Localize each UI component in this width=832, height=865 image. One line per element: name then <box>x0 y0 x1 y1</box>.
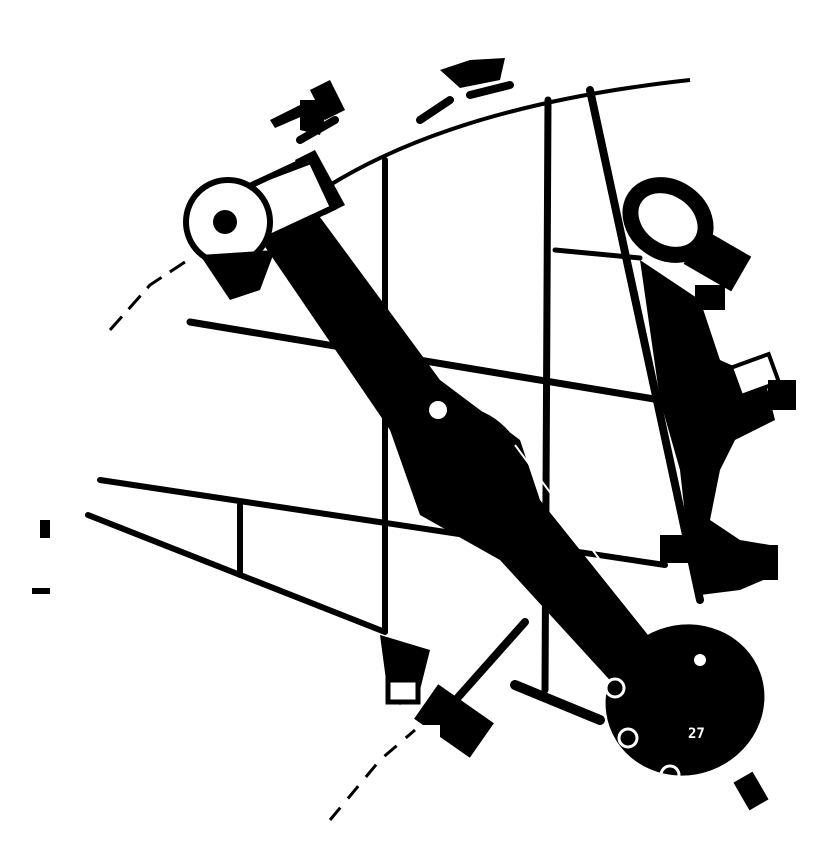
arc-lower-fragment <box>328 728 416 821</box>
shade-glass-icon <box>660 351 796 580</box>
arc-upper-fragment <box>440 58 505 88</box>
arc-left-fragment <box>108 260 186 331</box>
frame-right-body <box>640 260 775 595</box>
vernier-readout-label: 27 <box>688 726 705 742</box>
micrometer-drum-icon: 27 <box>604 624 769 811</box>
index-arm-icon <box>240 190 700 735</box>
sextant-frame-icon <box>85 86 704 725</box>
index-mirror-housing <box>183 150 345 300</box>
graduated-arc <box>328 78 691 187</box>
telescope-icon <box>622 177 752 310</box>
stray-marks <box>32 80 345 594</box>
handle-icon <box>380 618 529 758</box>
